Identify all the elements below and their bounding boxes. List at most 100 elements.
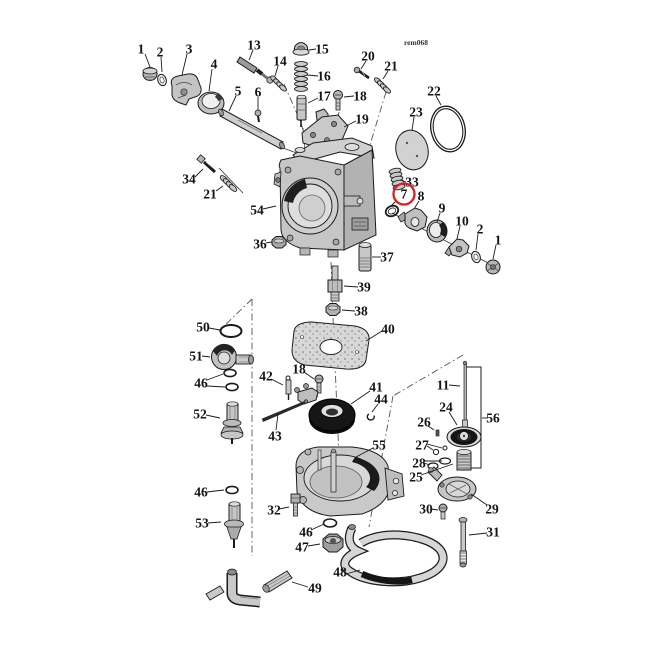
leader-line — [365, 330, 383, 342]
leader-line — [343, 285, 359, 288]
callout-16: 16 — [317, 69, 331, 84]
callout-41: 41 — [369, 380, 383, 395]
callout-11: 11 — [437, 378, 450, 393]
part-spring-14 — [270, 75, 287, 92]
part-diaphragm-23 — [395, 129, 429, 171]
part-fitting-51 — [211, 343, 254, 370]
leader-line — [308, 48, 317, 51]
callout-49: 49 — [308, 581, 322, 596]
part-screw-20 — [353, 66, 370, 80]
leader-line — [181, 53, 188, 76]
callout-48: 48 — [333, 565, 347, 580]
leader-line — [208, 327, 221, 331]
part-screw-18-top — [333, 90, 343, 111]
leader-line — [435, 95, 442, 106]
leader-line — [411, 116, 415, 131]
leader-line — [345, 569, 361, 575]
part-screw-34 — [196, 154, 217, 174]
callout-47: 47 — [295, 540, 309, 555]
callout-22: 22 — [427, 84, 441, 99]
leader-line — [274, 65, 279, 77]
callout-24: 24 — [439, 400, 453, 415]
leader-line — [475, 233, 479, 251]
part-choke-cam-3 — [170, 73, 202, 106]
callout-21: 21 — [384, 59, 398, 74]
callout-9: 9 — [439, 201, 446, 216]
part-nut-47 — [322, 533, 344, 553]
part-oring-46-mid — [225, 485, 239, 495]
callout-6: 6 — [255, 85, 262, 100]
leader-line — [208, 68, 213, 92]
part-cable-adjuster-13 — [236, 56, 274, 84]
leader-line — [341, 309, 356, 312]
leader-line — [206, 489, 225, 493]
leader-line — [399, 179, 407, 183]
callout-18: 18 — [292, 362, 306, 377]
callout-53: 53 — [195, 516, 209, 531]
part-screw-26 — [435, 429, 440, 437]
leader-line — [307, 97, 319, 104]
callout-4: 4 — [211, 57, 218, 72]
part-spring-21-top — [374, 77, 391, 94]
leader-line — [291, 581, 309, 588]
leader-line — [430, 508, 439, 511]
callout-5: 5 — [235, 84, 242, 99]
part-hose-48 — [340, 524, 448, 587]
part-washer-2-left — [157, 73, 167, 87]
leader-line — [194, 168, 204, 178]
part-screw-18-float — [314, 374, 324, 394]
leader-line — [278, 506, 290, 510]
part-cap-15 — [292, 42, 310, 56]
part-nut-38 — [325, 303, 341, 316]
part-oring-46-bowl — [322, 518, 338, 528]
callout-46: 46 — [299, 525, 313, 540]
callout-21: 21 — [203, 187, 217, 202]
leader-line — [350, 390, 371, 405]
part-needle-43 — [262, 399, 309, 422]
callout-46: 46 — [194, 485, 208, 500]
callout-2: 2 — [477, 222, 484, 237]
callout-51: 51 — [189, 349, 203, 364]
callout-28: 28 — [412, 456, 426, 471]
callout-36: 36 — [253, 237, 267, 252]
callout-56: 56 — [486, 411, 500, 426]
callout-20: 20 — [361, 49, 375, 64]
leader-line — [423, 462, 431, 466]
callout-40: 40 — [381, 322, 395, 337]
part-washer-2-right — [471, 250, 481, 264]
callout-18: 18 — [353, 89, 367, 104]
callout-13: 13 — [247, 38, 261, 53]
part-clip-44 — [366, 413, 375, 421]
leader-line — [436, 212, 441, 223]
leader-line — [448, 384, 461, 387]
leader-line — [306, 74, 319, 77]
callout-25: 25 — [409, 470, 423, 485]
part-oring-7 — [384, 204, 400, 218]
part-washers-27 — [432, 445, 448, 456]
part-needle-holder-17 — [296, 94, 307, 127]
callout-1: 1 — [495, 233, 502, 248]
callout-19: 19 — [355, 112, 369, 127]
group-bracket-56 — [466, 366, 482, 469]
callout-14: 14 — [273, 54, 287, 69]
callout-15: 15 — [315, 42, 329, 57]
leader-line — [390, 200, 397, 207]
part-throttle-shaft-5 — [218, 108, 285, 150]
callout-50: 50 — [196, 320, 210, 335]
highlight-circle — [392, 182, 416, 206]
leader-line — [456, 225, 461, 240]
part-elbow-49 — [205, 568, 293, 608]
leader-line — [248, 49, 254, 61]
part-valve-39 — [327, 265, 343, 302]
part-diaphragm-piston-24 — [446, 426, 482, 448]
part-bolt-31 — [458, 517, 468, 568]
part-screw-32 — [290, 493, 301, 517]
leader-line — [265, 241, 273, 244]
part-plug-37 — [358, 242, 372, 272]
part-nut-1-left — [142, 67, 158, 81]
part-jet-25 — [456, 449, 472, 471]
callout-34: 34 — [182, 172, 196, 187]
leader-line — [206, 385, 226, 388]
